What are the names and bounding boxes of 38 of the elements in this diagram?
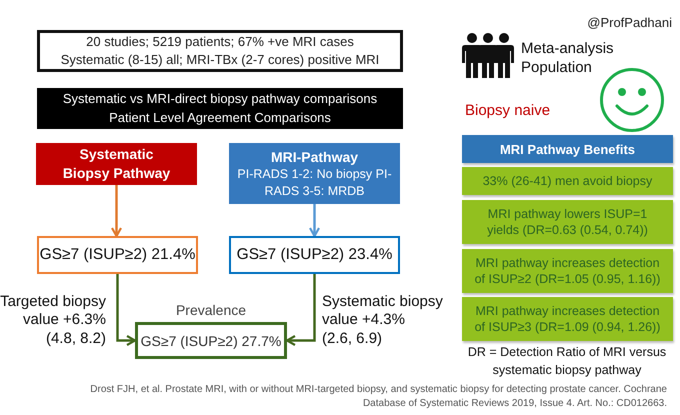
edge-label: Targeted biopsy value +6.3% (4.8, 8.2)	[0, 293, 106, 348]
benefit-box	[462, 249, 673, 293]
arrow	[116, 274, 136, 346]
citation: Drost FJH, et al. Prostate MRI, with or without MRI-targeted biopsy, and systematic biopsy for detecting prostate cancer. Cochrane Database of Systematic Reviews 2019, Issue 4. Art. No.: CD012663.	[89, 383, 667, 411]
box-text: 33% (26-41) men avoid biopsy	[482, 172, 652, 190]
group-label: Biopsy naive	[465, 102, 552, 119]
arrow	[308, 204, 320, 238]
handle-text: @ProfPadhani	[586, 15, 672, 30]
box-caption: Prevalence	[174, 301, 248, 320]
box-text: Systematic (8-15) all; MRI-TBx (2-7 cores) positive MRI	[60, 51, 380, 69]
pathway-box	[36, 143, 197, 185]
section-header	[462, 135, 673, 163]
box-heading: MRI-Pathway	[270, 148, 358, 166]
arrow	[286, 274, 316, 346]
box-text: MRI pathway increases detection of ISUP≥2 (DR=1.05 (0.95, 1.16))	[474, 254, 662, 288]
info-box	[37, 30, 403, 72]
box-heading: MRI Pathway Benefits	[500, 142, 636, 156]
box-heading: Systematic Biopsy Pathway	[62, 145, 172, 183]
result-box	[229, 236, 400, 274]
benefit-box	[462, 167, 673, 195]
box-text: GS≥7 (ISUP≥2) 23.4%	[236, 246, 392, 264]
box-text: GS≥7 (ISUP≥2) 21.4%	[40, 246, 196, 264]
population-label: Meta-analysis Population	[521, 40, 615, 78]
box-text: MRI pathway increases detection of ISUP≥3 (DR=1.09 (0.94, 1.26))	[474, 302, 662, 336]
benefit-box	[462, 200, 673, 244]
box-text: Systematic vs MRI-direct biopsy pathway comparisons	[62, 90, 378, 108]
pathway-box	[229, 143, 400, 204]
box-text: GS≥7 (ISUP≥2) 27.7%	[140, 332, 282, 348]
benefit-box	[462, 297, 673, 341]
prevalence-box	[135, 322, 287, 359]
box-text: PI-RADS 1-2: No biopsy PI-RADS 3-5: MRDB	[236, 166, 393, 199]
arrow	[110, 185, 122, 238]
title-banner	[37, 88, 403, 129]
box-text: 20 studies; 5219 patients; 67% +ve MRI cases	[86, 33, 354, 51]
footnote: DR = Detection Ratio of MRI versus systematic biopsy pathway	[466, 344, 668, 379]
box-text: MRI pathway lowers ISUP=1 yields (DR=0.63 (0.54, 0.74))	[486, 206, 649, 238]
result-box	[37, 236, 198, 274]
box-text: Patient Level Agreement Comparisons	[109, 108, 331, 127]
